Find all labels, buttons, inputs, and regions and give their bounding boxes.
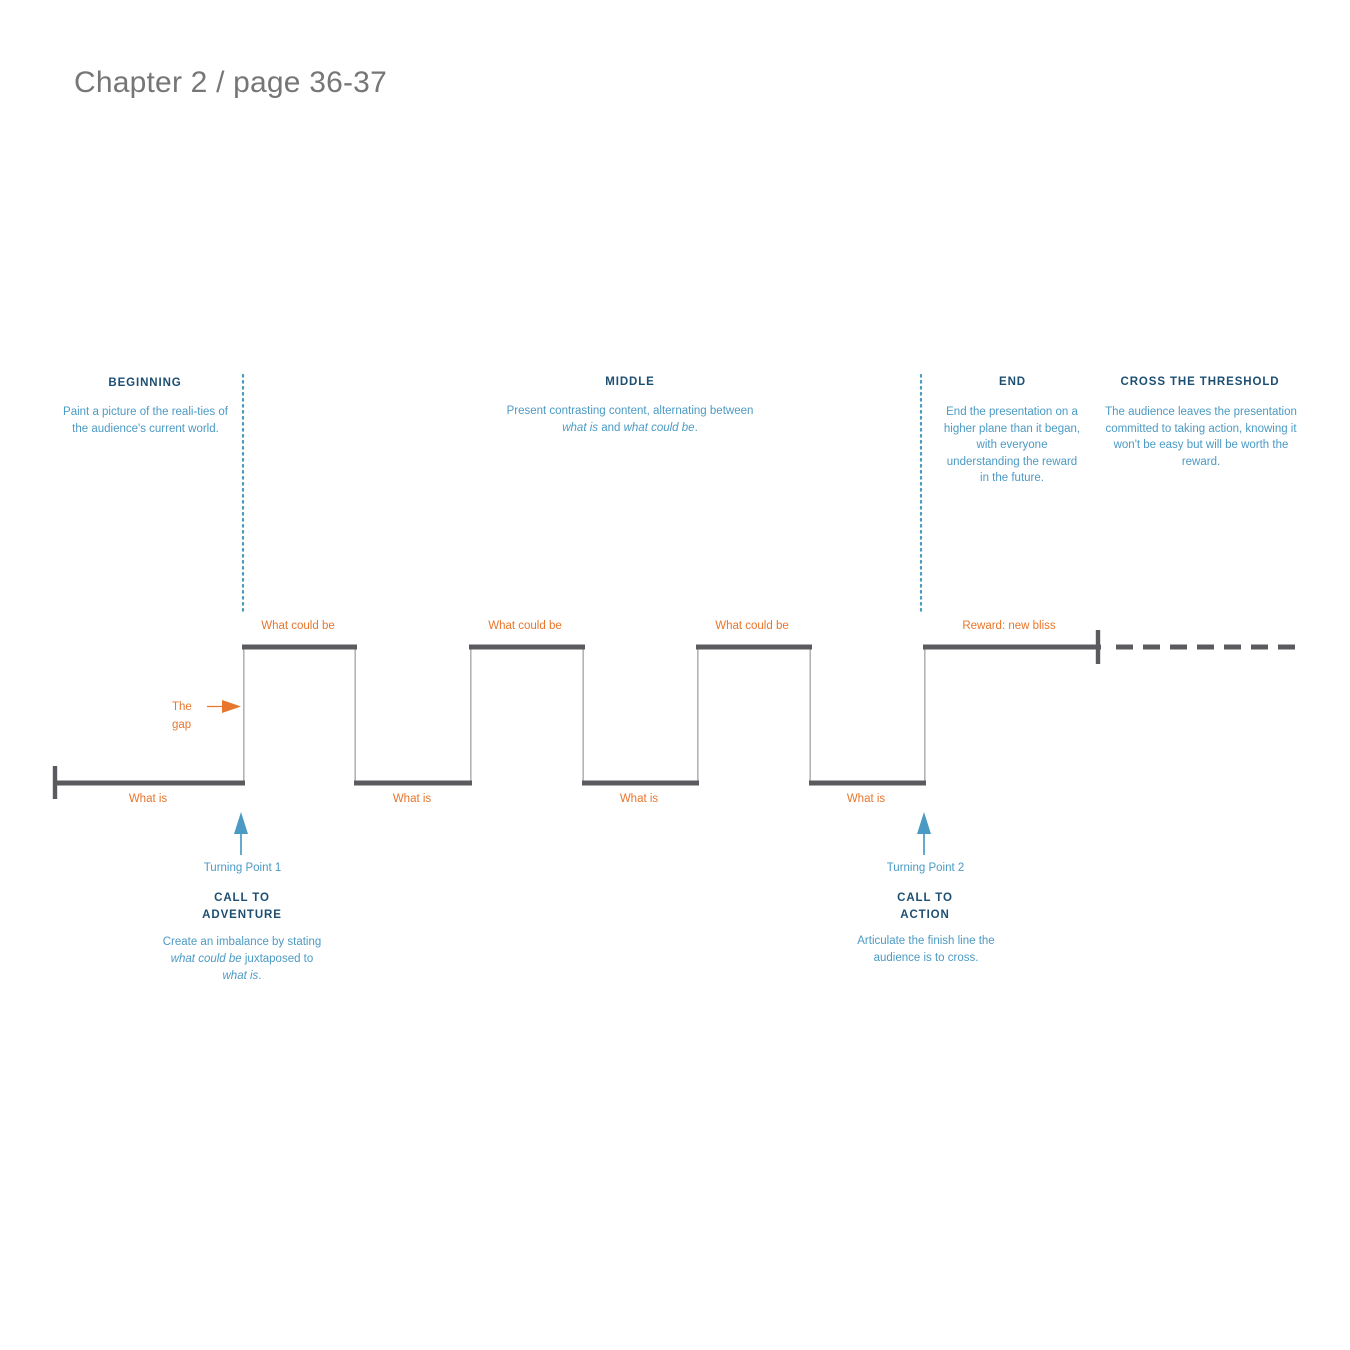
- section-heading-end: END: [999, 376, 1026, 388]
- section-heading-cross-the-threshold: CROSS THE THRESHOLD: [1120, 376, 1280, 388]
- gap-annotation: The gap: [172, 698, 206, 734]
- turning-point-2-name: Turning Point 2: [886, 862, 965, 874]
- section-description-end: End the presentation on a higher plane t…: [943, 406, 1081, 484]
- waveform-vertical-connectors: [243, 649, 926, 781]
- waveform-label-what-could-be-2: What could be: [488, 620, 562, 632]
- turning-point-2-title: CALL TO ACTION: [850, 890, 1000, 923]
- section-heading-beginning: BEGINNING: [108, 377, 182, 389]
- gap-annotation-line2: gap: [172, 719, 192, 731]
- waveform-label-what-is-3: What is: [619, 793, 659, 805]
- turning-point-1-description: Create an imbalance by stating what coul…: [162, 936, 322, 982]
- waveform-horizontal-segments: [56, 644, 1101, 786]
- waveform-label-reward-new-bliss: Reward: new bliss: [962, 620, 1056, 632]
- turning-point-1-arrow-icon: [234, 812, 248, 855]
- turning-point-2-title-line2: ACTION: [900, 908, 950, 921]
- turning-point-1-name: Turning Point 1: [203, 862, 282, 874]
- turning-point-1-title: CALL TO ADVENTURE: [167, 890, 317, 923]
- section-heading-middle: MIDDLE: [605, 376, 655, 388]
- section-description-cross-the-threshold: The audience leaves the presentation com…: [1105, 406, 1297, 468]
- turning-point-2-title-line1: CALL TO: [897, 892, 953, 904]
- section-description-beginning: Paint a picture of the reali-ties of the…: [63, 406, 228, 435]
- waveform-label-what-could-be-3: What could be: [715, 620, 789, 632]
- turning-point-2-description: Articulate the finish line the audience …: [857, 935, 995, 964]
- turning-point-1-title-line1: CALL TO: [214, 892, 270, 904]
- section-description-middle: Present contrasting content, alternating…: [506, 405, 754, 434]
- turning-point-1-title-line2: ADVENTURE: [202, 908, 282, 921]
- page-title: Chapter 2 / page 36-37: [74, 66, 387, 99]
- waveform-label-what-is-4: What is: [846, 793, 886, 805]
- waveform-label-what-is-2: What is: [392, 793, 432, 805]
- turning-point-2-arrow-icon: [917, 812, 931, 855]
- waveform-label-what-could-be-1: What could be: [261, 620, 335, 632]
- waveform-label-what-is-1: What is: [128, 793, 168, 805]
- gap-annotation-line1: The: [172, 701, 192, 713]
- gap-arrow-icon: [207, 700, 241, 713]
